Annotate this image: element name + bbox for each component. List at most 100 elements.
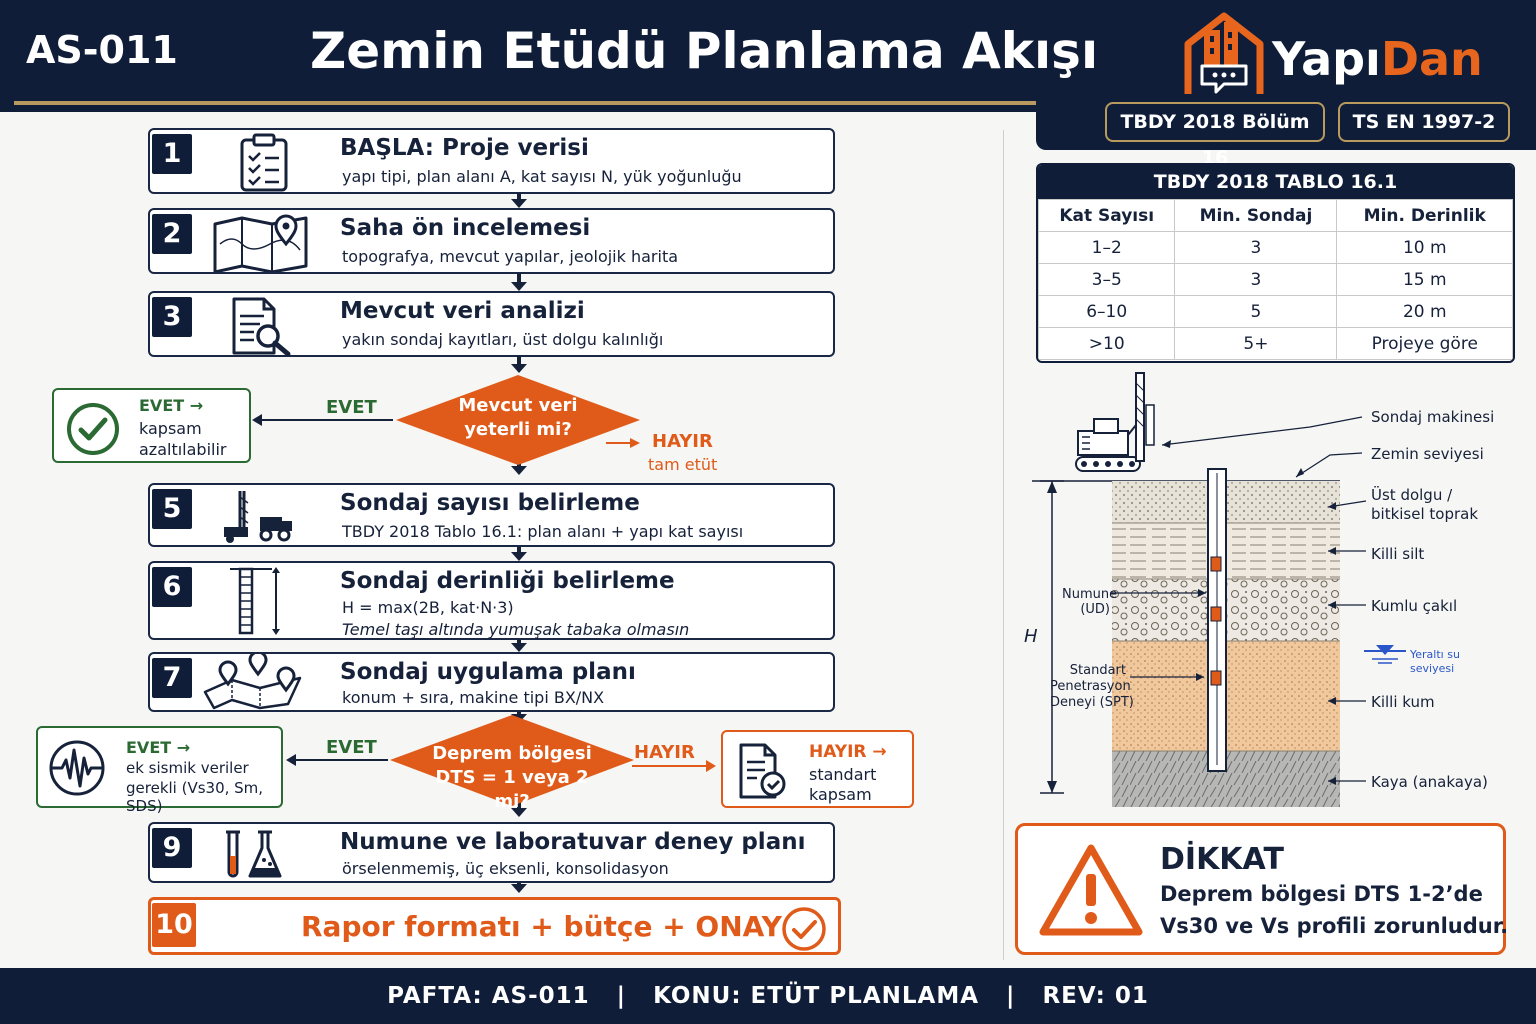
table-header: Kat Sayısı <box>1038 199 1176 232</box>
warning-line-1: Deprem bölgesi DTS 1-2’de <box>1160 882 1483 906</box>
step-number: 10 <box>152 903 196 947</box>
step-formula: H = max(2B, kat·N·3) <box>342 598 514 617</box>
step-description: TBDY 2018 Tablo 16.1: plan alanı + yapı … <box>342 522 744 541</box>
label-sandy-gravel: Kumlu çakıl <box>1371 597 1458 615</box>
yes-box-title: EVET → <box>139 396 204 415</box>
flow-step-10: 10 Rapor formatı + bütçe + ONAY <box>148 897 841 955</box>
column-divider <box>1003 130 1004 960</box>
table-cell: Projeye göre <box>1336 327 1513 360</box>
label-depth-h: H <box>1024 626 1038 647</box>
check-circle-icon <box>67 403 119 455</box>
standard-badge-tsen: TS EN 1997-2 <box>1338 102 1510 142</box>
decision-2-text: Deprem bölgesi DTS = 1 veya 2 mi? <box>432 743 592 812</box>
flow-step-7: 7 Sondaj uygulama planı konum + sıra, ma… <box>148 652 835 712</box>
step-number: 2 <box>152 214 192 254</box>
footer-bar: PAFTA: AS-011 | KONU: ETÜT PLANLAMA | RE… <box>0 968 1536 1024</box>
label-water-table: Yeraltı su <box>1410 648 1460 661</box>
standard-badge-tbdy: TBDY 2018 Bölüm 16 <box>1105 102 1325 169</box>
step-title: BAŞLA: Proje verisi <box>340 135 589 161</box>
flow-connectors <box>252 193 716 893</box>
table-cell: 15 m <box>1336 263 1513 296</box>
borehole-depth-icon <box>230 567 280 635</box>
label-sample-ud: Numune(UD) <box>1062 587 1118 617</box>
yes-box-line: ek sismik veriler <box>126 759 249 777</box>
label-fill-soil: Üst dolgu / <box>1371 486 1453 504</box>
step-title: Sondaj derinliği belirleme <box>340 568 675 594</box>
table-header-row: Kat Sayısı Min. Sondaj Min. Derinlik <box>1038 199 1513 232</box>
decision-diamond-2 <box>390 715 634 806</box>
sample-marker <box>1210 606 1222 622</box>
drill-rig-truck-icon <box>224 491 292 543</box>
warning-triangle-icon <box>1039 844 1143 936</box>
step-title: Sondaj uygulama planı <box>340 659 636 685</box>
step-note: Temel taşı altında yumuşak tabaka olması… <box>342 620 690 639</box>
decision-2-no-label: HAYIR <box>634 742 695 763</box>
step-number: 5 <box>152 489 192 529</box>
table-cell: 3 <box>1174 231 1338 264</box>
label-drill-machine: Sondaj makinesi <box>1371 408 1495 426</box>
step-description: örselenmemiş, üç eksenli, konsolidasyon <box>342 859 669 878</box>
final-step-title: Rapor formatı + bütçe + ONAY <box>301 910 782 943</box>
warning-title: DİKKAT <box>1160 842 1284 877</box>
decision-2-yes-box: EVET → ek sismik veriler gerekli (Vs30, … <box>36 726 283 815</box>
sample-marker <box>1210 670 1222 686</box>
decision-1-text: Mevcut veri yeterli mi? <box>458 395 578 440</box>
table-cell: >10 <box>1038 327 1176 360</box>
step-title: Mevcut veri analizi <box>340 298 585 324</box>
step-number: 7 <box>152 658 192 698</box>
table-cell: 5+ <box>1174 327 1338 360</box>
soil-profile-diagram <box>1032 372 1406 807</box>
table-cell: 1–2 <box>1038 231 1176 264</box>
flow-step-9: 9 Numune ve laboratuvar deney planı örse… <box>148 822 835 883</box>
flow-step-5: 5 Sondaj sayısı belirleme TBDY 2018 Tabl… <box>148 483 835 547</box>
step-title: Sondaj sayısı belirleme <box>340 490 640 516</box>
company-logo-icon <box>1184 12 1264 94</box>
water-table-icon <box>1364 645 1406 664</box>
clipboard-checklist-icon <box>240 133 288 192</box>
step-number: 3 <box>152 297 192 337</box>
no-box-title: HAYIR → <box>809 742 887 762</box>
table-title: TBDY 2018 TABLO 16.1 <box>1038 165 1513 199</box>
step-number: 1 <box>152 134 192 174</box>
flow-step-6: 6 Sondaj derinliği belirleme H = max(2B,… <box>148 561 835 640</box>
table-header: Min. Derinlik <box>1336 199 1513 232</box>
table-grid: Kat Sayısı Min. Sondaj Min. Derinlik 1–2… <box>1038 199 1513 360</box>
step-title: Numune ve laboratuvar deney planı <box>340 829 806 855</box>
drill-rig-machine-icon <box>1075 372 1155 472</box>
header-logo-panel <box>1036 0 1536 150</box>
tbdy-table: TBDY 2018 TABLO 16.1 Kat Sayısı Min. Son… <box>1036 163 1515 363</box>
table-row: >10 5+ Projeye göre <box>1038 327 1513 360</box>
label-ground-level: Zemin seviyesi <box>1371 445 1484 463</box>
no-box-line: standart <box>809 765 877 784</box>
table-cell: 10 m <box>1336 231 1513 264</box>
company-logo-text: YapıDan <box>1272 32 1483 86</box>
approval-check-icon <box>782 907 826 951</box>
decision-1-yes-box: EVET → kapsam azaltılabilir <box>52 388 251 463</box>
step-description: yakın sondaj kayıtları, üst dolgu kalınl… <box>342 330 664 349</box>
step-description: yapı tipi, plan alanı A, kat sayısı N, y… <box>342 167 742 186</box>
document-check-icon <box>739 743 786 799</box>
header-accent-line <box>14 101 1036 105</box>
flow-step-1: 1 BAŞLA: Proje verisi yapı tipi, plan al… <box>148 128 835 194</box>
decision-2-yes-label: EVET <box>326 737 377 758</box>
label-bedrock: Kaya (anakaya) <box>1371 773 1488 791</box>
label-clayey-sand: Killi kum <box>1371 693 1435 711</box>
seismic-wave-icon <box>49 740 105 796</box>
yes-box-line: azaltılabilir <box>139 440 227 459</box>
map-locations-icon <box>203 654 302 710</box>
yes-box-title: EVET → <box>126 738 191 757</box>
label-clayey-silt: Killi silt <box>1371 545 1425 563</box>
table-cell: 5 <box>1174 295 1338 328</box>
step-number: 6 <box>152 567 192 607</box>
table-row: 1–2 3 10 m <box>1038 231 1513 264</box>
table-header: Min. Sondaj <box>1174 199 1338 232</box>
table-cell: 3 <box>1174 263 1338 296</box>
table-cell: 3–5 <box>1038 263 1176 296</box>
warning-box: DİKKAT Deprem bölgesi DTS 1-2’de Vs30 ve… <box>1015 823 1509 955</box>
table-cell: 20 m <box>1336 295 1513 328</box>
warning-line-2: Vs30 ve Vs profili zorunludur. <box>1160 914 1509 938</box>
label-water-table-2: seviyesi <box>1410 662 1455 675</box>
table-row: 3–5 3 15 m <box>1038 263 1513 296</box>
document-search-icon <box>232 297 291 356</box>
